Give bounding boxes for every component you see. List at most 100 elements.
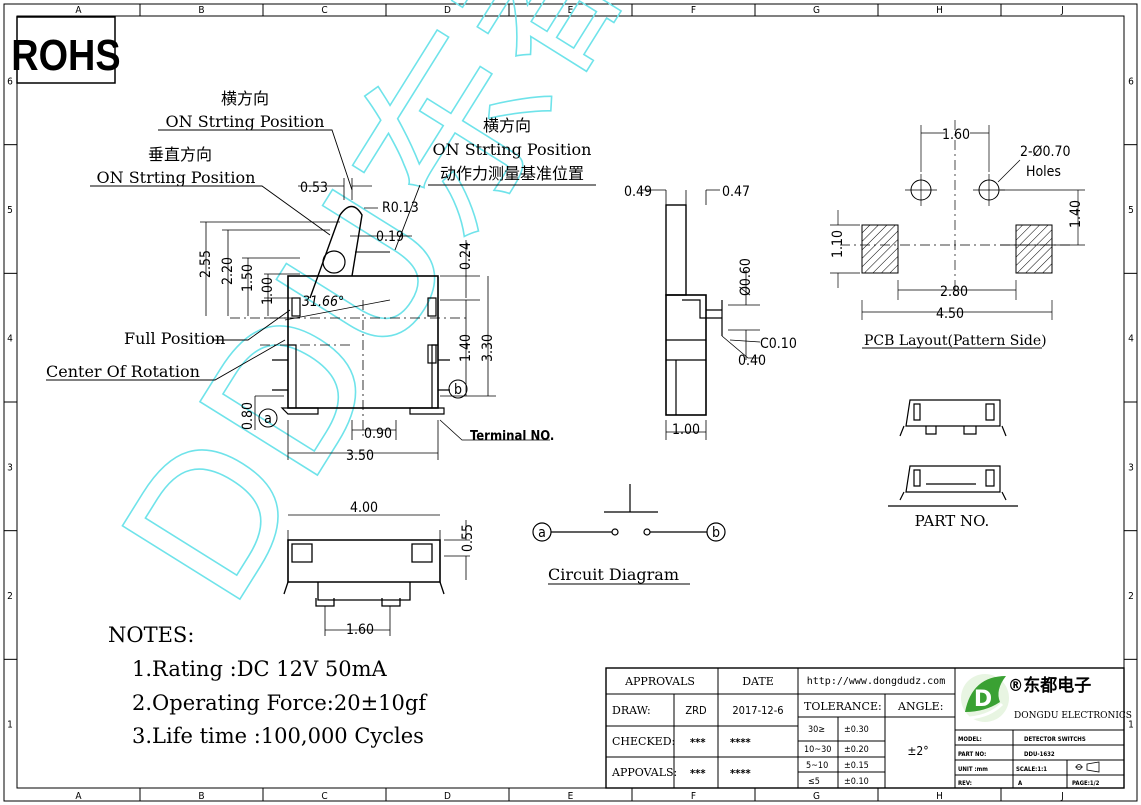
tb-tol-4-k: ≤5 (808, 777, 820, 787)
pcb-dim-4-50: 4.50 (936, 306, 964, 322)
part-no-label: PART NO. (915, 512, 990, 530)
tb-appovals-date: **** (730, 767, 751, 780)
frame-row-label: 1 (1128, 720, 1134, 731)
frame-col-label: A (75, 791, 82, 802)
circuit-diagram (532, 484, 726, 585)
terminal-a-marker: a (258, 408, 278, 428)
tb-angle: ANGLE: (897, 700, 943, 713)
dim-0-47: 0.47 (722, 184, 750, 200)
dim-0-40: 0.40 (738, 353, 766, 369)
dim-0-49: 0.49 (624, 184, 652, 200)
heng-label: 横方向 (221, 89, 269, 108)
note-1: 1.Rating :DC 12V 50mA (132, 657, 388, 681)
frame-col-label: A (75, 5, 82, 16)
tb-tol-2-v: ±0.20 (844, 745, 869, 755)
on-position-label-2: ON Strting Position (97, 168, 256, 187)
frame-row-label: 5 (7, 205, 13, 216)
frame-col-label: B (198, 5, 204, 16)
frame-row-label: 6 (1128, 76, 1134, 87)
pcb-dim-1-40: 1.40 (1068, 200, 1084, 228)
dim-dia-0-60: Ø0.60 (738, 258, 754, 296)
tb-approvals: APPROVALS (624, 675, 695, 688)
projection-symbol-icon (1075, 761, 1100, 773)
frame-row-label: 1 (7, 720, 13, 731)
pcb-dim-1-60: 1.60 (942, 127, 970, 143)
watermark: DDU东都 (81, 0, 699, 639)
title-block (605, 667, 1125, 789)
dim-2-20: 2.20 (220, 257, 236, 285)
tb-angle-value: ±2° (907, 744, 928, 758)
dim-0-24: 0.24 (458, 242, 474, 270)
frame-col-label: C (321, 5, 327, 16)
svg-text:D: D (974, 687, 992, 712)
frame-row-label: 3 (7, 462, 13, 473)
tb-date: DATE (742, 675, 774, 688)
dim-angle: 31.66° (302, 294, 344, 310)
frame-row-label: 5 (1128, 205, 1134, 216)
frame-col-label: F (691, 5, 696, 16)
tb-model-v: DETECTOR SWITCHS (1024, 736, 1086, 743)
tb-tol-1-k: 30≥ (808, 725, 825, 735)
notes: NOTES: 1.Rating :DC 12V 50mA 2.Operating… (108, 623, 428, 748)
front-view-text: 0.49 0.47 Ø0.60 C0.10 0.40 1.00 (624, 184, 797, 438)
circuit-caption: Circuit Diagram (548, 565, 679, 584)
tb-tol-3-v: ±0.15 (844, 761, 869, 771)
notes-title: NOTES: (108, 623, 194, 647)
terminal-b-marker: b (448, 379, 468, 399)
dim-0-19: 0.19 (376, 229, 404, 245)
terminal-no-label: Terminal NO. (470, 429, 554, 444)
frame-col-label: J (1060, 791, 1064, 802)
bottom-view-text: 4.00 0.55 1.60 (346, 500, 476, 638)
center-rotation-label: Center Of Rotation (46, 362, 200, 381)
on-position-label-1: ON Strting Position (166, 112, 325, 131)
frame-row-label: 4 (7, 334, 13, 345)
tb-partno-v: DDU-1632 (1024, 751, 1055, 758)
dim-0-80: 0.80 (240, 402, 256, 430)
frame-col-label: H (936, 791, 943, 802)
tb-tol-4-v: ±0.10 (844, 777, 869, 787)
tb-tol-2-k: 10~30 (804, 745, 831, 755)
frame-col-label: J (1060, 5, 1064, 16)
chuizhi-label: 垂直方向 (148, 145, 212, 164)
pcb-dim-1-10: 1.10 (830, 230, 846, 258)
dim-4-00: 4.00 (350, 500, 378, 516)
frame-row-label: 2 (7, 591, 13, 602)
company-logo: D (961, 674, 1009, 722)
tb-tol-1-v: ±0.30 (844, 725, 869, 735)
pcb-layout-text: 1.60 2-Ø0.70 Holes 1.40 1.10 2.80 4.50 P… (830, 127, 1084, 349)
frame-col-label: G (813, 791, 820, 802)
tb-tolerance: TOLERANCE: (804, 700, 882, 713)
tb-company-en: DONGDU ELECTRONICS (1014, 711, 1132, 721)
dim-3-30: 3.30 (480, 334, 496, 362)
dim-1-50: 1.50 (240, 264, 256, 292)
side-view-text: 横方向 ON Strting Position 垂直方向 ON Strting … (46, 89, 554, 464)
frame-col-label: E (568, 791, 574, 802)
dim-1-00: 1.00 (260, 277, 276, 305)
dim-0-53: 0.53 (300, 180, 328, 196)
svg-text:a: a (264, 411, 272, 427)
rohs-mark: ROHS (11, 30, 120, 79)
dim-c0-10: C0.10 (760, 336, 797, 352)
frame-row-label: 4 (1128, 334, 1134, 345)
full-position-label: Full Position (124, 329, 225, 348)
frame-col-label: D (444, 791, 451, 802)
tb-url: http://www.dongdudz.com (807, 676, 945, 687)
dim-1-40: 1.40 (458, 334, 474, 362)
frame-col-label: G (813, 5, 820, 16)
tb-draw-label: DRAW: (612, 704, 651, 717)
circuit-terminal-a: a (538, 525, 546, 541)
pcb-layout (830, 120, 1085, 349)
bottom-view (283, 514, 470, 636)
frame-col-label: D (444, 5, 451, 16)
tb-checked-by: *** (690, 736, 706, 749)
frame-col-label: C (321, 791, 327, 802)
tb-draw-by: ZRD (685, 704, 707, 717)
frame-col-label: B (198, 791, 204, 802)
dim-0-90: 0.90 (364, 426, 392, 442)
pcb-holes-count: 2-Ø0.70 (1020, 144, 1071, 160)
tb-checked-label: CHECKED: (612, 735, 675, 748)
note-2: 2.Operating Force:20±10gf (132, 691, 428, 715)
base-label: 动作力测量基准位置 (440, 164, 584, 183)
title-block-text: APPROVALS DATE http://www.dongdudz.com D… (611, 675, 1132, 787)
